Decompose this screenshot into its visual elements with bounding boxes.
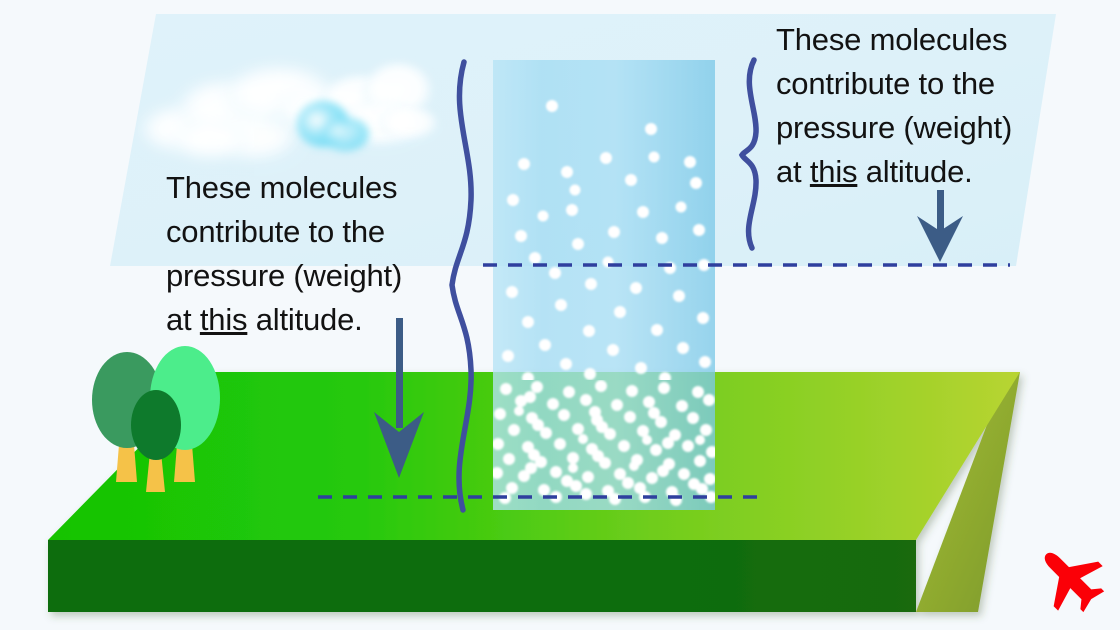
curly-brace-icon-right — [738, 57, 759, 251]
left-annotation-label: These molecules contribute to the pressu… — [166, 166, 402, 342]
right-label-emphasis: this — [809, 154, 858, 189]
ground-front-face — [48, 540, 916, 612]
left-label-line-1: These molecules — [166, 170, 398, 205]
cloud-icon — [139, 62, 439, 163]
right-label-line-4-pre: at — [776, 154, 810, 189]
down-arrow-icon-right — [917, 190, 963, 262]
curly-brace-icon-left — [449, 59, 474, 513]
right-label-line-3: pressure (weight) — [776, 110, 1013, 145]
right-annotation-label: These molecules contribute to the pressu… — [776, 18, 1012, 194]
right-label-line-4-post: altitude. — [857, 154, 973, 189]
right-label-line-4: at this altitude. — [776, 150, 1012, 194]
airplane-icon — [1044, 552, 1105, 613]
left-label-line-4-post: altitude. — [247, 302, 363, 337]
left-label-line-4: at this altitude. — [166, 298, 402, 342]
right-label-line-1: These molecules — [776, 22, 1008, 57]
ground-side-face — [916, 372, 1020, 612]
left-label-emphasis: this — [199, 302, 248, 337]
molecule-group-lower — [493, 380, 715, 506]
tree-icon — [92, 346, 220, 492]
right-label-line-2: contribute to the — [776, 66, 995, 101]
left-label-line-4-pre: at — [166, 302, 200, 337]
molecule-group-upper — [502, 100, 711, 380]
down-arrow-icon-left — [374, 318, 424, 478]
left-label-line-2: contribute to the — [166, 214, 385, 249]
left-label-line-3: pressure (weight) — [166, 258, 403, 293]
